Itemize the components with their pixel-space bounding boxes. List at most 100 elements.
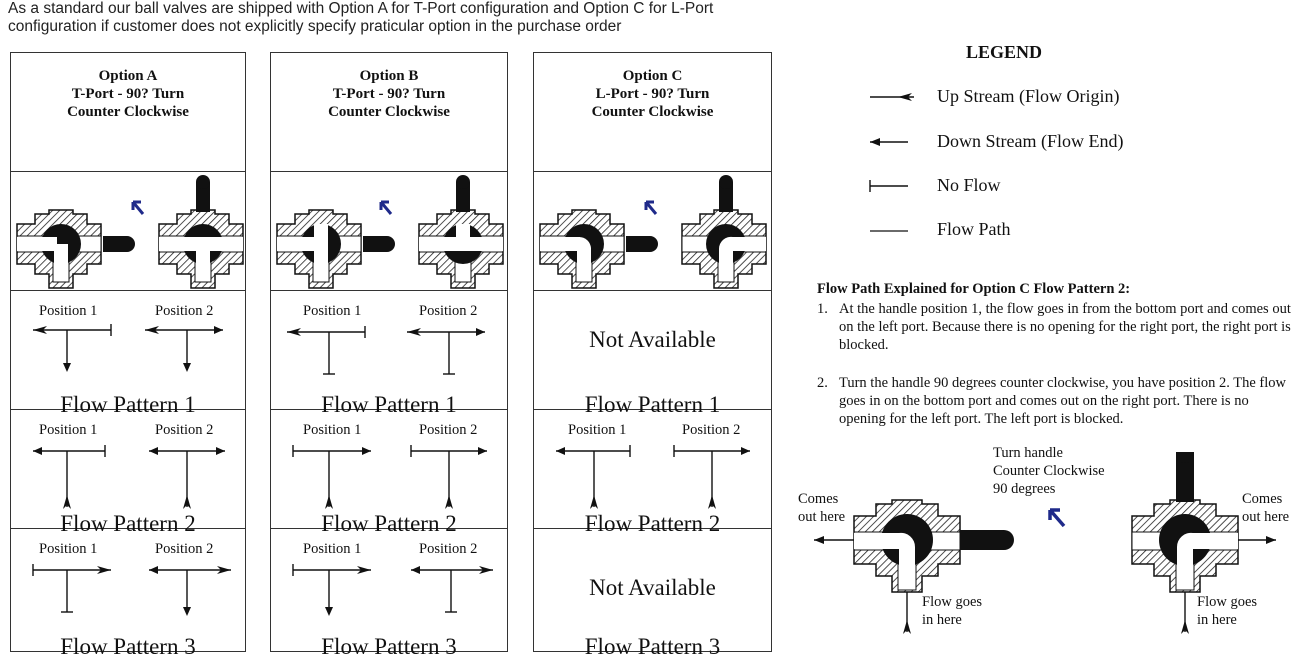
position-1-label: Position 1 [303,303,362,319]
no-flow-symbol-icon [869,180,908,192]
handle-icon [960,530,1014,550]
comes-out-right-line2: out here [1242,509,1290,525]
legend-no-flow-label: No Flow [937,175,1001,195]
flow-pattern-2-label: Flow Pattern 2 [321,511,457,536]
position-2-label: Position 2 [155,541,214,557]
flow-arrows [292,445,487,509]
flow-goes-left-line1: Flow goes [922,594,983,610]
valve-body-icon [539,209,625,289]
flow-goes-left-line2: in here [922,612,962,628]
option-b-valves-svg [276,175,504,289]
item-text: At the handle position 1, the flow goes … [839,301,1291,353]
comes-out-left-line1: Comes [798,491,839,507]
flow-pattern-1-label: Flow Pattern 1 [321,392,457,417]
option-a-valve-images [11,172,245,291]
option-subtitle: T-Port - 90? Turn [71,86,185,102]
handle-icon [103,236,135,252]
not-available-label: Not Available [589,327,716,352]
position-2-label: Position 2 [419,422,478,438]
intro-line-2: configuration if customer does not expli… [8,18,622,35]
option-a-header: Option A T-Port - 90? Turn Counter Clock… [11,53,245,172]
position-1-label: Position 1 [303,422,362,438]
valve-body-icon [276,209,362,289]
item-number: 1. [817,301,828,317]
option-a-pattern-3: Position 1 Position 2 Flow Pattern 3 [11,529,245,659]
outflow-right-arrow [1238,536,1276,544]
option-c-pattern-2: Position 1 Position 2 Flow Pattern 2 [534,410,771,536]
handle-icon [626,236,658,252]
option-a-valves-svg [16,175,244,289]
rotation-arrow-icon [379,200,393,215]
flow-pattern-2-label: Flow Pattern 2 [60,511,196,536]
turn-degrees-label: 90 degrees [993,481,1056,497]
flow-goes-right-line1: Flow goes [1197,594,1258,610]
legend-downstream-label: Down Stream (Flow End) [937,131,1124,151]
option-b-valve-images [271,172,507,291]
item-text: Turn the handle 90 degrees counter clock… [839,375,1286,427]
flow-arrows [32,564,231,616]
option-c-column: Option C L-Port - 90? Turn Counter Clock… [533,52,772,659]
inflow-right-arrow [1181,592,1189,634]
valve-body-icon [681,175,767,289]
flow-pattern-2-label: Flow Pattern 2 [584,511,721,536]
outflow-left-arrow [814,536,854,544]
option-b-header: Option B T-Port - 90? Turn Counter Clock… [271,53,507,172]
option-subtitle: L-Port - 90? Turn [595,86,710,102]
position-1-label: Position 1 [39,422,98,438]
valve-body-icon [418,175,504,289]
comes-out-right-line1: Comes [1242,491,1283,507]
rotation-arrow-icon [131,200,145,215]
valve-body-icon [158,175,244,289]
intro-text: As a standard our ball valves are shippe… [8,0,798,36]
position-2-label: Position 2 [419,541,478,557]
flow-pattern-1-label: Flow Pattern 1 [60,392,196,417]
option-subtitle: T-Port - 90? Turn [332,86,446,102]
legend-upstream-label: Up Stream (Flow Origin) [937,86,1120,106]
option-c-pattern-3: Not Available Flow Pattern 3 [534,529,771,659]
flow-pattern-3-label: Flow Pattern 3 [60,634,196,659]
option-title: Option C [622,68,683,84]
flow-pattern-3-label: Flow Pattern 3 [584,634,721,659]
turn-direction-label: Counter Clockwise [993,463,1105,479]
flow-pattern-1-label: Flow Pattern 1 [584,392,721,417]
option-rotation: Counter Clockwise [591,104,714,120]
rotation-arrow-icon [644,200,658,215]
flow-arrows [33,324,223,372]
comes-out-left-line2: out here [798,509,846,525]
flow-goes-right-line2: in here [1197,612,1237,628]
intro-line-1: As a standard our ball valves are shippe… [8,0,714,17]
position-1-label: Position 1 [303,541,362,557]
position-1-label: Position 1 [39,303,98,319]
legend-title: LEGEND [966,42,1043,62]
position-2-label: Position 2 [155,422,214,438]
option-b-column: Option B T-Port - 90? Turn Counter Clock… [270,52,508,659]
not-available-label: Not Available [589,575,716,600]
position-2-label: Position 2 [419,303,478,319]
legend-flow-path-label: Flow Path [937,219,1011,239]
valve-body-icon [16,209,102,289]
option-b-pattern-3: Position 1 Position 2 Flow Pattern 3 [271,529,507,659]
position-2-label: Position 2 [682,422,741,438]
flow-arrows [287,326,485,375]
position-2-label: Position 2 [155,303,214,319]
option-a-column: Option A T-Port - 90? Turn Counter Clock… [10,52,246,659]
rotation-arrow-icon [1048,508,1066,528]
valve-position-1-icon [853,499,961,593]
option-b-pattern-1: Position 1 Position 2 Flow Pattern 1 [271,291,507,417]
inflow-left-arrow [903,592,911,634]
option-title: Option A [98,68,158,84]
handle-icon [363,236,395,252]
option-rotation: Counter Clockwise [67,104,189,120]
flow-arrows [556,445,750,509]
option-title: Option B [359,68,419,84]
flow-arrows [292,564,493,616]
downstream-symbol-icon [870,138,908,146]
explanation-title: Flow Path Explained for Option C Flow Pa… [817,281,1131,297]
upstream-symbol-icon [870,93,914,101]
option-c-valve-images [534,172,771,291]
option-c-flow-diagram [814,452,1276,634]
option-rotation: Counter Clockwise [328,104,450,120]
option-a-pattern-1: Position 1 Position 2 Flow Pattern 1 [11,291,245,417]
flow-pattern-3-label: Flow Pattern 3 [321,634,457,659]
option-c-valves-svg [539,175,767,289]
